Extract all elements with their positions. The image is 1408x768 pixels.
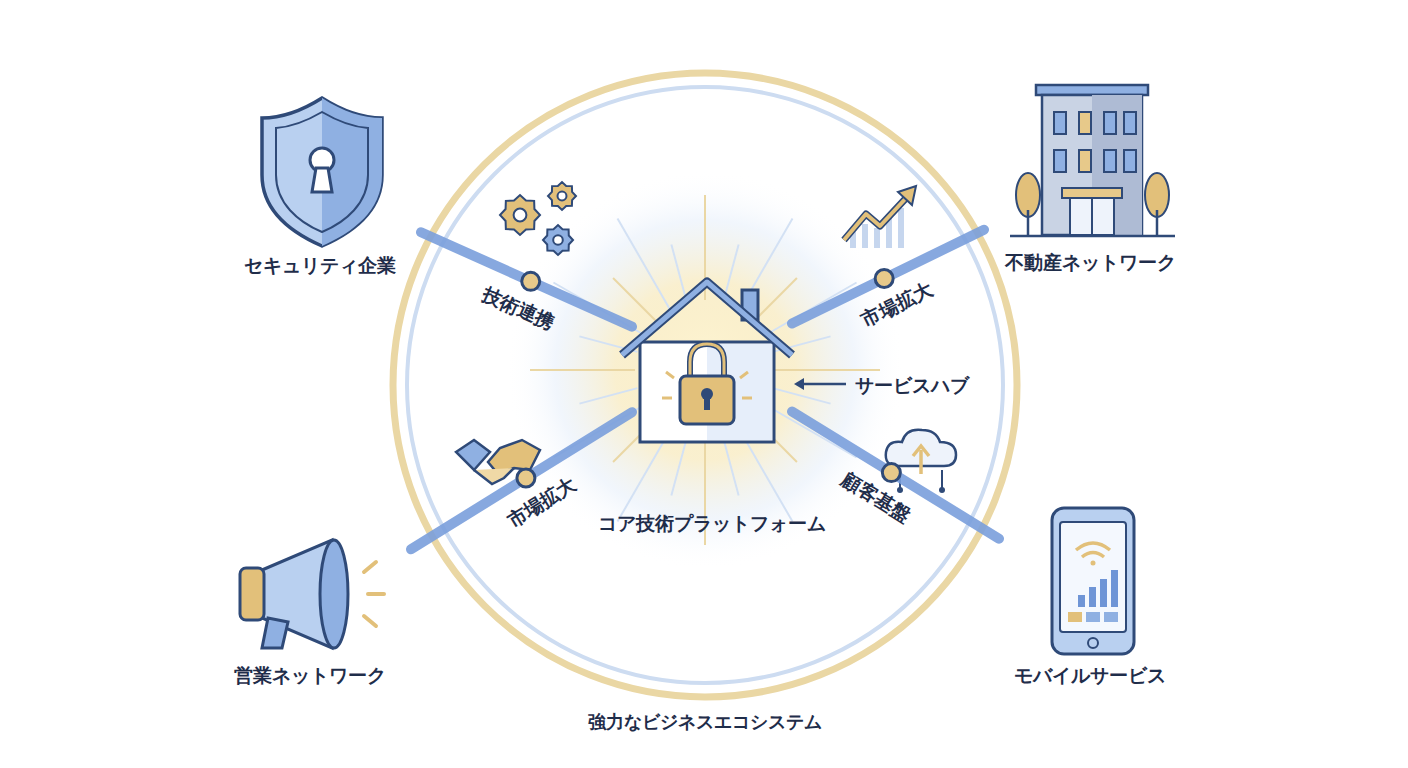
- node-label: セキュリティ企業: [219, 253, 421, 279]
- ray: [618, 431, 671, 522]
- hub-node: コア技術プラットフォーム: [632, 280, 792, 445]
- gear: [500, 195, 540, 235]
- partner-node: 不動産ネットワーク: [984, 80, 1196, 276]
- center-glow: [505, 170, 905, 570]
- partner-node: 営業ネットワーク: [209, 535, 411, 689]
- phone-icon: [1052, 508, 1134, 654]
- ray: [775, 369, 880, 371]
- node-label: 不動産ネットワーク: [984, 250, 1196, 276]
- ray: [671, 438, 687, 496]
- building-icon: [1010, 85, 1175, 236]
- edge-label: 技術連携: [475, 279, 561, 338]
- ray: [530, 369, 635, 371]
- window: [1054, 150, 1066, 172]
- junction-dot: [522, 272, 540, 290]
- gear: [548, 182, 576, 210]
- partner-node: モバイルサービス: [999, 500, 1181, 689]
- megaphone-icon: [240, 540, 384, 648]
- edge-label: 市場拡大: [500, 470, 584, 537]
- window: [1104, 150, 1116, 172]
- ray: [613, 278, 655, 320]
- window: [1079, 150, 1091, 172]
- node-label: 営業ネットワーク: [209, 663, 411, 689]
- cloud-icon: [886, 430, 956, 493]
- gear-icons: [500, 182, 576, 255]
- edge-label: 市場拡大: [854, 275, 940, 336]
- ray: [766, 405, 857, 458]
- ray: [754, 278, 796, 320]
- partner-node: セキュリティ企業: [219, 95, 421, 279]
- caption: 強力なビジネスエコシステム: [585, 709, 825, 735]
- light-rays: [530, 195, 880, 545]
- node-label: モバイルサービス: [999, 663, 1181, 689]
- edge-label: 顧客基盤: [833, 465, 918, 532]
- window: [1124, 112, 1136, 134]
- node-label: コア技術プラットフォーム: [598, 511, 826, 537]
- ray: [773, 388, 831, 404]
- junction-dot: [882, 464, 900, 482]
- ray: [740, 431, 793, 522]
- ray: [618, 218, 671, 309]
- junction-dot: [517, 469, 535, 487]
- window: [1124, 150, 1136, 172]
- window: [1079, 112, 1091, 134]
- ray: [579, 388, 637, 404]
- gear: [543, 225, 573, 255]
- hub-callout: サービスハブ: [852, 372, 972, 400]
- inner-ring: [407, 87, 1003, 683]
- growth-chart-icon: [844, 186, 916, 248]
- window: [1054, 112, 1066, 134]
- shield-icon: [262, 98, 382, 246]
- outer-ring: [393, 73, 1017, 697]
- ray: [723, 438, 739, 496]
- hub-leader-arrow: [794, 378, 846, 390]
- house-icon: [622, 282, 792, 442]
- window: [1104, 112, 1116, 134]
- junction-dot: [875, 269, 893, 287]
- ray: [671, 244, 687, 302]
